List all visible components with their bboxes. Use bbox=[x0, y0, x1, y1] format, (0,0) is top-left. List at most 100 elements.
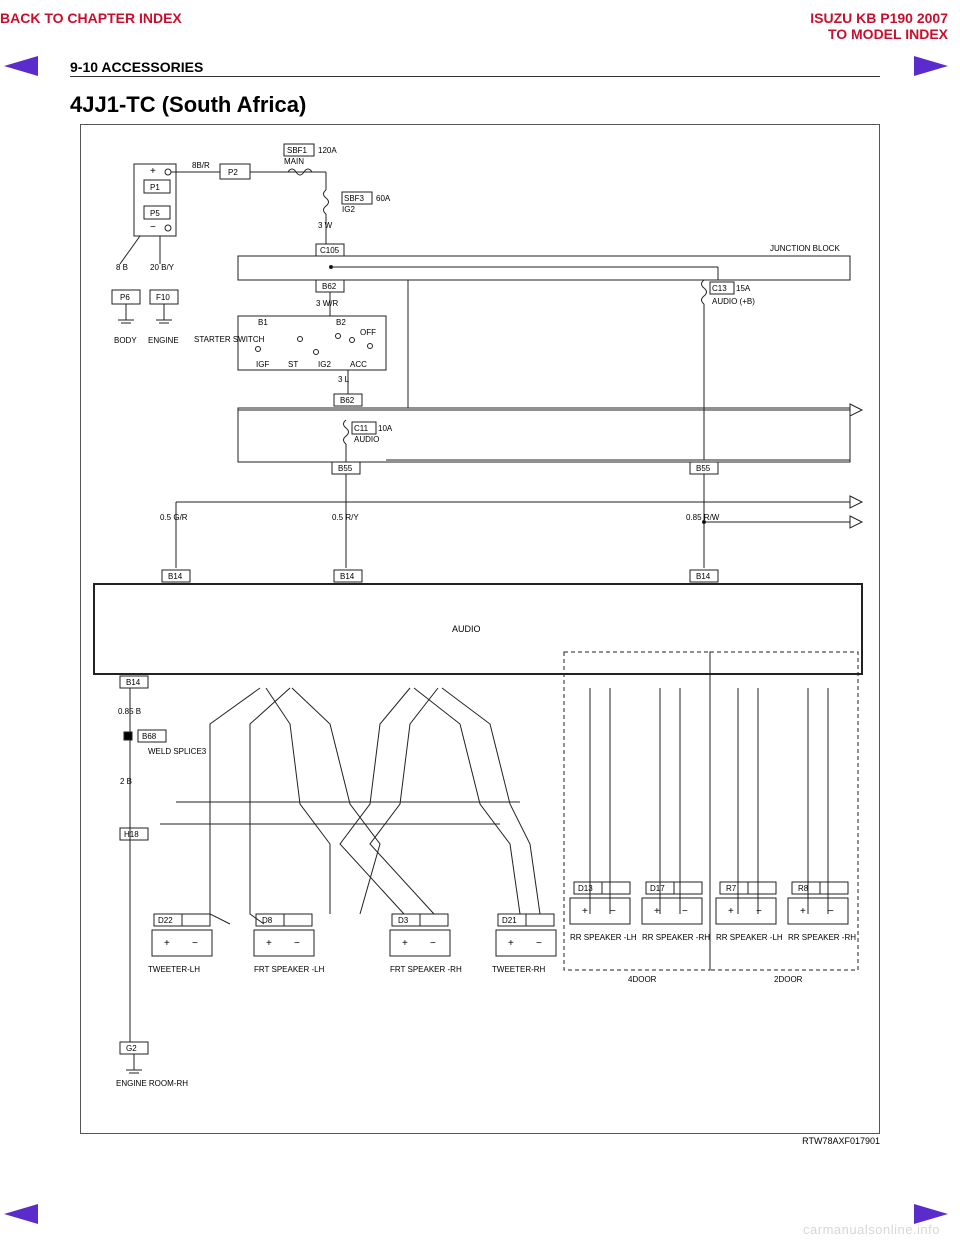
section-header: 9-10 ACCESSORIES bbox=[70, 59, 204, 75]
svg-text:TWEETER-LH: TWEETER-LH bbox=[148, 965, 200, 974]
svg-text:RR SPEAKER -LH: RR SPEAKER -LH bbox=[570, 933, 637, 942]
ground-symbol-icon bbox=[118, 304, 172, 324]
next-page-arrow-icon[interactable] bbox=[914, 56, 948, 76]
svg-text:3 W: 3 W bbox=[318, 221, 333, 230]
header-divider bbox=[70, 76, 880, 77]
model-index-link[interactable]: ISUZU KB P190 2007 TO MODEL INDEX bbox=[810, 10, 948, 42]
svg-text:ENGINE: ENGINE bbox=[148, 336, 179, 345]
previous-page-arrow-icon[interactable] bbox=[4, 56, 38, 76]
svg-text:4DOOR: 4DOOR bbox=[628, 975, 657, 984]
next-page-arrow-bottom-icon[interactable] bbox=[914, 1204, 948, 1224]
svg-text:SBF1: SBF1 bbox=[287, 146, 308, 155]
svg-text:P2: P2 bbox=[228, 168, 238, 177]
wiring-diagram-frame bbox=[80, 124, 880, 1134]
svg-text:D8: D8 bbox=[262, 916, 273, 925]
svg-text:+: + bbox=[582, 906, 588, 917]
svg-text:FRT SPEAKER -RH: FRT SPEAKER -RH bbox=[390, 965, 462, 974]
svg-text:60A: 60A bbox=[376, 194, 391, 203]
connector-b14-b bbox=[333, 569, 363, 583]
svg-text:0.5 G/R: 0.5 G/R bbox=[160, 513, 188, 522]
svg-text:B62: B62 bbox=[322, 282, 337, 291]
svg-text:−: − bbox=[430, 938, 436, 949]
svg-text:AUDIO (+B): AUDIO (+B) bbox=[712, 297, 755, 306]
svg-text:P1: P1 bbox=[150, 183, 160, 192]
svg-text:TWEETER-RH: TWEETER-RH bbox=[492, 965, 546, 974]
svg-text:RR SPEAKER -RH: RR SPEAKER -RH bbox=[642, 933, 710, 942]
previous-page-arrow-bottom-icon[interactable] bbox=[4, 1204, 38, 1224]
rr-speaker-rh-4door: D17 +− RR SPEAKER -RH bbox=[641, 881, 710, 942]
svg-text:STARTER SWITCH: STARTER SWITCH bbox=[194, 335, 265, 344]
rr-speaker-rh-2door: R8 +− RR SPEAKER -RH bbox=[787, 881, 856, 942]
connector-h18 bbox=[119, 827, 149, 841]
svg-text:ACC: ACC bbox=[350, 360, 367, 369]
svg-text:D21: D21 bbox=[502, 916, 517, 925]
svg-text:H18: H18 bbox=[124, 830, 139, 839]
svg-text:SBF3: SBF3 bbox=[344, 194, 365, 203]
svg-text:+: + bbox=[266, 938, 272, 949]
speaker-wiring bbox=[160, 687, 829, 925]
svg-text:C105: C105 bbox=[320, 246, 340, 255]
connector-b14-ground bbox=[119, 675, 149, 689]
svg-text:8 B: 8 B bbox=[116, 263, 128, 272]
group-2door bbox=[709, 651, 859, 971]
svg-text:+: + bbox=[150, 166, 156, 177]
fuse-block bbox=[237, 407, 851, 463]
svg-text:120A: 120A bbox=[318, 146, 337, 155]
diagram-code: RTW78AXF017901 bbox=[802, 1136, 880, 1146]
svg-text:WELD SPLICE3: WELD SPLICE3 bbox=[148, 747, 207, 756]
svg-text:MAIN: MAIN bbox=[284, 157, 304, 166]
svg-text:P5: P5 bbox=[150, 209, 160, 218]
back-to-chapter-index-link[interactable]: BACK TO CHAPTER INDEX bbox=[0, 10, 182, 26]
svg-text:−: − bbox=[610, 906, 616, 917]
svg-text:B55: B55 bbox=[338, 464, 353, 473]
svg-text:0.85 B: 0.85 B bbox=[118, 707, 141, 716]
svg-text:FRT SPEAKER -LH: FRT SPEAKER -LH bbox=[254, 965, 325, 974]
model-title: ISUZU KB P190 2007 bbox=[810, 10, 948, 26]
svg-text:0.5 R/Y: 0.5 R/Y bbox=[332, 513, 359, 522]
svg-text:10A: 10A bbox=[378, 424, 393, 433]
connector-b14-a bbox=[161, 569, 191, 583]
audio-unit bbox=[93, 583, 863, 675]
svg-text:3 L: 3 L bbox=[338, 375, 350, 384]
svg-text:B2: B2 bbox=[336, 318, 346, 327]
svg-text:ST: ST bbox=[288, 360, 298, 369]
svg-text:2 B: 2 B bbox=[120, 777, 132, 786]
svg-text:+: + bbox=[654, 906, 660, 917]
svg-text:+: + bbox=[508, 938, 514, 949]
svg-text:R7: R7 bbox=[726, 884, 737, 893]
svg-text:B1: B1 bbox=[258, 318, 268, 327]
connector-b58 bbox=[137, 729, 167, 743]
svg-text:−: − bbox=[192, 938, 198, 949]
svg-text:2DOOR: 2DOOR bbox=[774, 975, 803, 984]
svg-text:−: − bbox=[150, 222, 156, 233]
svg-text:BODY: BODY bbox=[114, 336, 137, 345]
svg-text:D13: D13 bbox=[578, 884, 593, 893]
fuse-sbf1: SBF1 120A MAIN bbox=[283, 143, 337, 176]
svg-text:AUDIO: AUDIO bbox=[452, 624, 481, 634]
svg-text:−: − bbox=[828, 906, 834, 917]
svg-text:−: − bbox=[756, 906, 762, 917]
svg-text:B55: B55 bbox=[696, 464, 711, 473]
svg-text:0.85 R/W: 0.85 R/W bbox=[686, 513, 720, 522]
wiring-diagram: + P1 P5 − 8B/R P2 SBF1 120A MAIN SBF3 60… bbox=[93, 143, 864, 1088]
starter-switch bbox=[237, 315, 387, 371]
svg-text:IG2: IG2 bbox=[342, 205, 355, 214]
svg-text:+: + bbox=[164, 938, 170, 949]
svg-text:IG2: IG2 bbox=[318, 360, 331, 369]
fuse-c11: C11 10A AUDIO bbox=[343, 419, 393, 445]
connector-b62-lower bbox=[333, 393, 363, 407]
tweeter-rh: D21 +− TWEETER-RH bbox=[492, 913, 557, 974]
svg-text:B14: B14 bbox=[168, 572, 183, 581]
svg-text:+: + bbox=[402, 938, 408, 949]
to-model-index-label: TO MODEL INDEX bbox=[827, 26, 948, 42]
svg-text:R8: R8 bbox=[798, 884, 809, 893]
svg-text:B62: B62 bbox=[340, 396, 355, 405]
frt-speaker-lh: D8 +− FRT SPEAKER -LH bbox=[253, 913, 325, 974]
connector-b14-c bbox=[689, 569, 719, 583]
svg-text:C11: C11 bbox=[354, 424, 369, 433]
svg-text:+: + bbox=[728, 906, 734, 917]
rr-speaker-lh-4door: D13 + − RR SPEAKER -LH bbox=[569, 881, 637, 942]
group-4door bbox=[563, 651, 711, 971]
svg-text:+: + bbox=[800, 906, 806, 917]
junction-block bbox=[237, 255, 851, 281]
